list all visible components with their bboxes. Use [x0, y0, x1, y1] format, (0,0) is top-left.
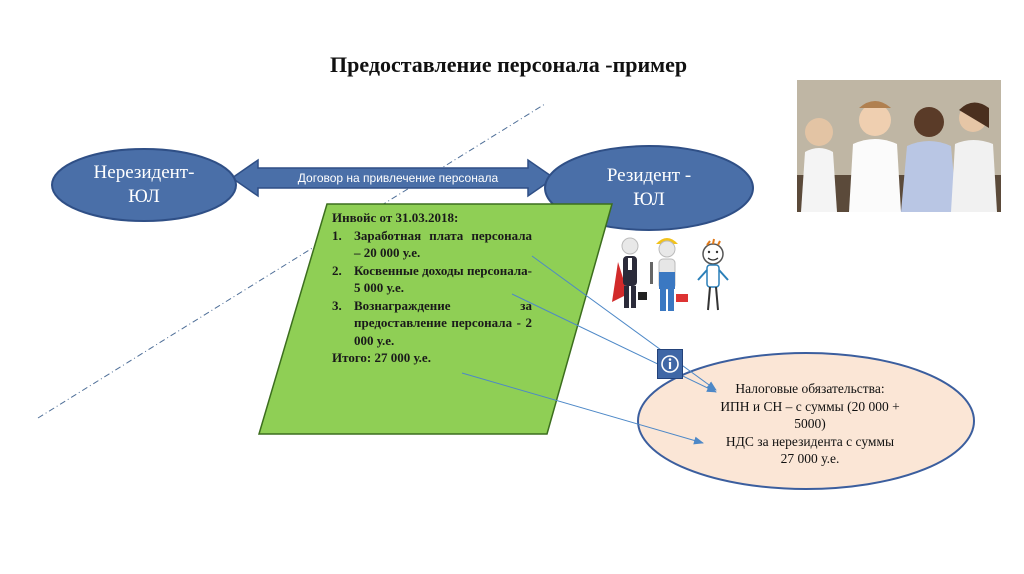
invoice-item: 2. Косвенные доходы персонала- 5 000 у.е…: [332, 262, 532, 297]
slide-title: Предоставление персонала -пример: [330, 52, 688, 77]
team-photo: [797, 80, 1001, 212]
connector-salary: [531, 255, 717, 391]
builder-figure: [650, 238, 688, 311]
nonresident-ellipse: [51, 148, 237, 222]
smiling-figure: [697, 238, 729, 311]
resident-label-line2: ЮЛ: [633, 189, 665, 210]
invoice-items: 1. Заработная плата персонала – 20 000 у…: [332, 227, 532, 350]
tax-line: 5000): [794, 416, 826, 431]
contract-arrow-label: Договор на привлечение персонала: [297, 171, 499, 185]
resident-label: Резидент - ЮЛ: [568, 164, 730, 212]
tax-line: Налоговые обязательства:: [735, 381, 885, 396]
nonresident-label-line1: Нерезидент-: [93, 162, 195, 183]
invoice-total: Итого: 27 000 у.е.: [332, 350, 431, 365]
invoice-item-number: 1.: [332, 227, 342, 243]
tax-obligations-text: Налоговые обязательства: ИПН и СН – с су…: [660, 380, 960, 468]
invoice-item-number: 3.: [332, 297, 342, 313]
superhero-figure: [612, 237, 647, 308]
tax-line: НДС за нерезидента с суммы: [725, 433, 895, 449]
connector-total: [461, 372, 704, 445]
invoice-item: 3. Вознаграждение за предоставление перс…: [332, 297, 532, 350]
nonresident-label: Нерезидент- ЮЛ: [64, 161, 224, 209]
tax-line: 27 000 у.е.: [780, 451, 840, 466]
invoice-item-text: Косвенные доходы персонала- 5 000 у.е.: [354, 262, 532, 296]
invoice-text: Инвойс от 31.03.2018: 1. Заработная плат…: [332, 209, 532, 367]
invoice-item-number: 2.: [332, 262, 342, 278]
info-icon: [657, 349, 683, 379]
invoice-parallelogram: [257, 203, 613, 435]
invoice-item-text: Вознаграждение за предоставление персона…: [354, 297, 532, 348]
tax-obligations-ellipse: [637, 352, 975, 490]
invoice-item: 1. Заработная плата персонала – 20 000 у…: [332, 227, 532, 262]
tax-line: ИПН и СН – с суммы (20 000 +: [720, 398, 900, 414]
workers-illustration: [612, 237, 729, 311]
invoice-heading: Инвойс от 31.03.2018:: [332, 210, 459, 225]
invoice-item-text: Заработная плата персонала – 20 000 у.е.: [354, 227, 532, 261]
nonresident-label-line2: ЮЛ: [128, 186, 160, 207]
resident-label-line1: Резидент -: [606, 165, 692, 186]
dashed-diagonal-line: [37, 103, 546, 419]
